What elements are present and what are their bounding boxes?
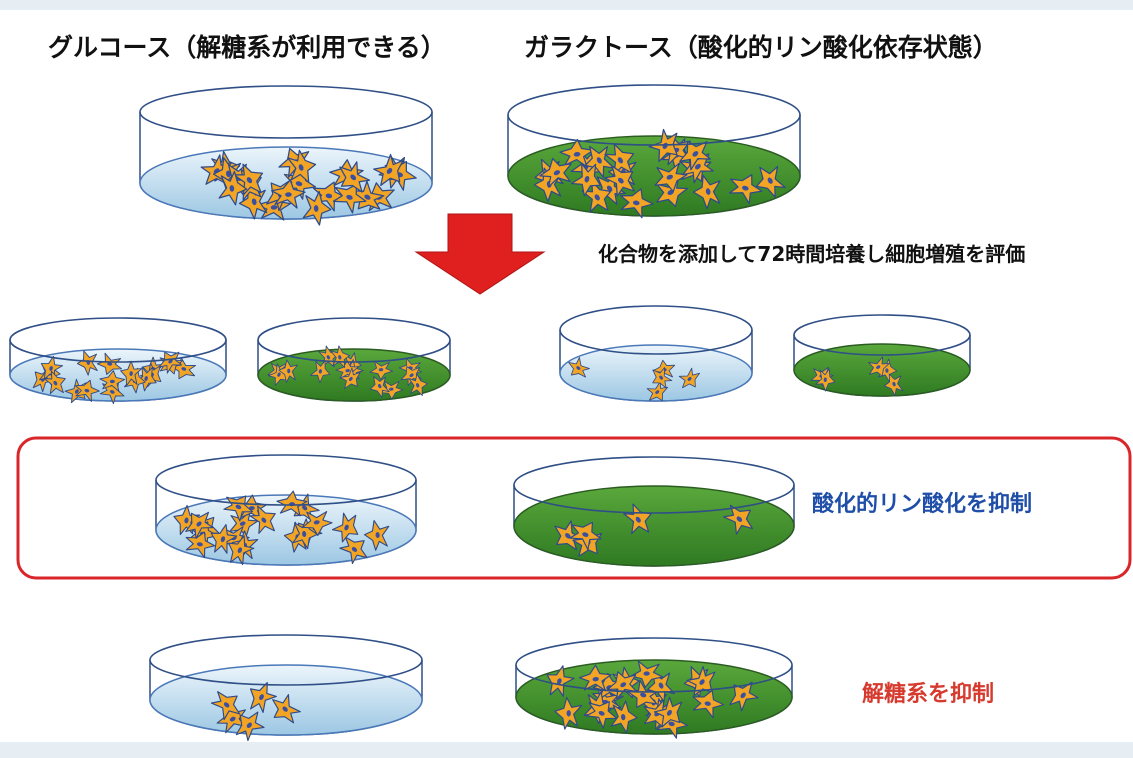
cell-icon xyxy=(408,373,428,396)
cell-icon xyxy=(302,190,332,226)
cell-icon xyxy=(74,379,100,402)
cell-icon xyxy=(249,682,277,714)
glycolysis-glucose-dish xyxy=(149,634,423,742)
cell-icon xyxy=(210,523,238,554)
cell-icon xyxy=(647,671,676,703)
result-glucose-control-dish xyxy=(9,317,227,405)
cell-icon xyxy=(302,510,333,536)
cell-icon xyxy=(185,531,216,559)
cell-icon xyxy=(554,696,583,730)
cell-icon xyxy=(120,360,143,386)
cell-icon xyxy=(332,183,367,214)
cell-icon xyxy=(652,367,673,389)
galactose-condition-title: ガラクトース（酸化的リン酸化依存状態） xyxy=(524,33,998,62)
cell-icon xyxy=(339,536,368,565)
cell-icon xyxy=(310,360,331,384)
cell-icon xyxy=(96,352,122,375)
cell-icon xyxy=(185,511,214,539)
cell-icon xyxy=(654,162,688,193)
cell-icon xyxy=(287,149,317,184)
cell-icon xyxy=(272,694,301,724)
cell-icon xyxy=(233,163,264,196)
top-border-stripe xyxy=(0,0,1133,10)
cell-icon xyxy=(569,521,602,551)
cell-icon xyxy=(235,711,265,742)
cell-icon xyxy=(400,366,422,387)
glycolysis-galactose-dish xyxy=(515,637,793,739)
cell-icon xyxy=(568,357,590,378)
cell-icon xyxy=(585,701,618,729)
cell-icon xyxy=(278,359,298,383)
cell-icon xyxy=(43,370,66,395)
initial-glucose-dish xyxy=(139,85,433,226)
cell-icon xyxy=(604,165,635,197)
cell-icon xyxy=(373,153,404,186)
cell-icon xyxy=(868,356,890,377)
cell-icon xyxy=(249,505,276,534)
cell-icon xyxy=(331,512,359,543)
cell-icon xyxy=(723,504,754,535)
cell-icon xyxy=(380,380,404,400)
cell-icon xyxy=(630,660,664,689)
cell-icon xyxy=(755,165,786,198)
result-galactose-control-dish xyxy=(257,317,451,402)
cell-icon xyxy=(584,145,615,178)
cell-icon xyxy=(210,691,241,721)
cell-icon xyxy=(678,367,700,389)
cell-icon xyxy=(99,370,126,392)
cell-icon xyxy=(369,376,390,398)
cell-icon xyxy=(607,671,638,700)
cell-icon xyxy=(604,143,635,176)
cell-icon xyxy=(570,162,602,197)
cell-icon xyxy=(339,367,361,389)
cell-icon xyxy=(228,535,255,566)
cell-icon xyxy=(339,161,371,193)
highlight-frame xyxy=(16,436,1132,580)
cell-icon xyxy=(728,174,763,205)
treatment-step-label: 化合物を添加して72時間培養し細胞増殖を評価 xyxy=(598,242,1026,266)
cell-icon xyxy=(692,689,725,719)
cell-icon xyxy=(729,681,759,712)
result-galactose-inhibited-dish xyxy=(793,314,971,397)
cell-icon xyxy=(610,700,638,734)
cell-icon xyxy=(64,378,87,404)
cell-icon xyxy=(815,368,836,392)
glucose-condition-title: グルコース（解糖系が利用できる） xyxy=(48,33,446,62)
cell-icon xyxy=(620,188,654,219)
initial-galactose-dish xyxy=(507,84,801,219)
cell-icon xyxy=(271,179,306,209)
cell-icon xyxy=(653,696,683,728)
cell-icon xyxy=(546,665,575,697)
cell-icon xyxy=(578,664,612,692)
cell-icon xyxy=(559,138,594,168)
cell-icon xyxy=(218,170,248,206)
cell-icon xyxy=(173,504,201,536)
result-glucose-inhibited-dish xyxy=(559,305,753,402)
down-arrow xyxy=(414,213,546,295)
oxphos-inhibition-label: 酸化的リン酸化を抑制 xyxy=(812,492,1033,517)
bottom-border-stripe xyxy=(0,742,1133,758)
oxphos-glucose-dish xyxy=(155,454,417,566)
cell-icon xyxy=(686,665,716,697)
glycolysis-inhibition-label: 解糖系を抑制 xyxy=(862,682,995,707)
cell-icon xyxy=(883,373,904,397)
cell-icon xyxy=(692,174,721,210)
cell-icon xyxy=(369,360,393,381)
cell-icon xyxy=(646,381,669,402)
cell-icon xyxy=(363,519,390,551)
oxphos-galactose-dish xyxy=(513,456,795,567)
cell-icon xyxy=(158,351,183,374)
cell-icon xyxy=(292,518,318,550)
cell-icon xyxy=(539,157,572,188)
